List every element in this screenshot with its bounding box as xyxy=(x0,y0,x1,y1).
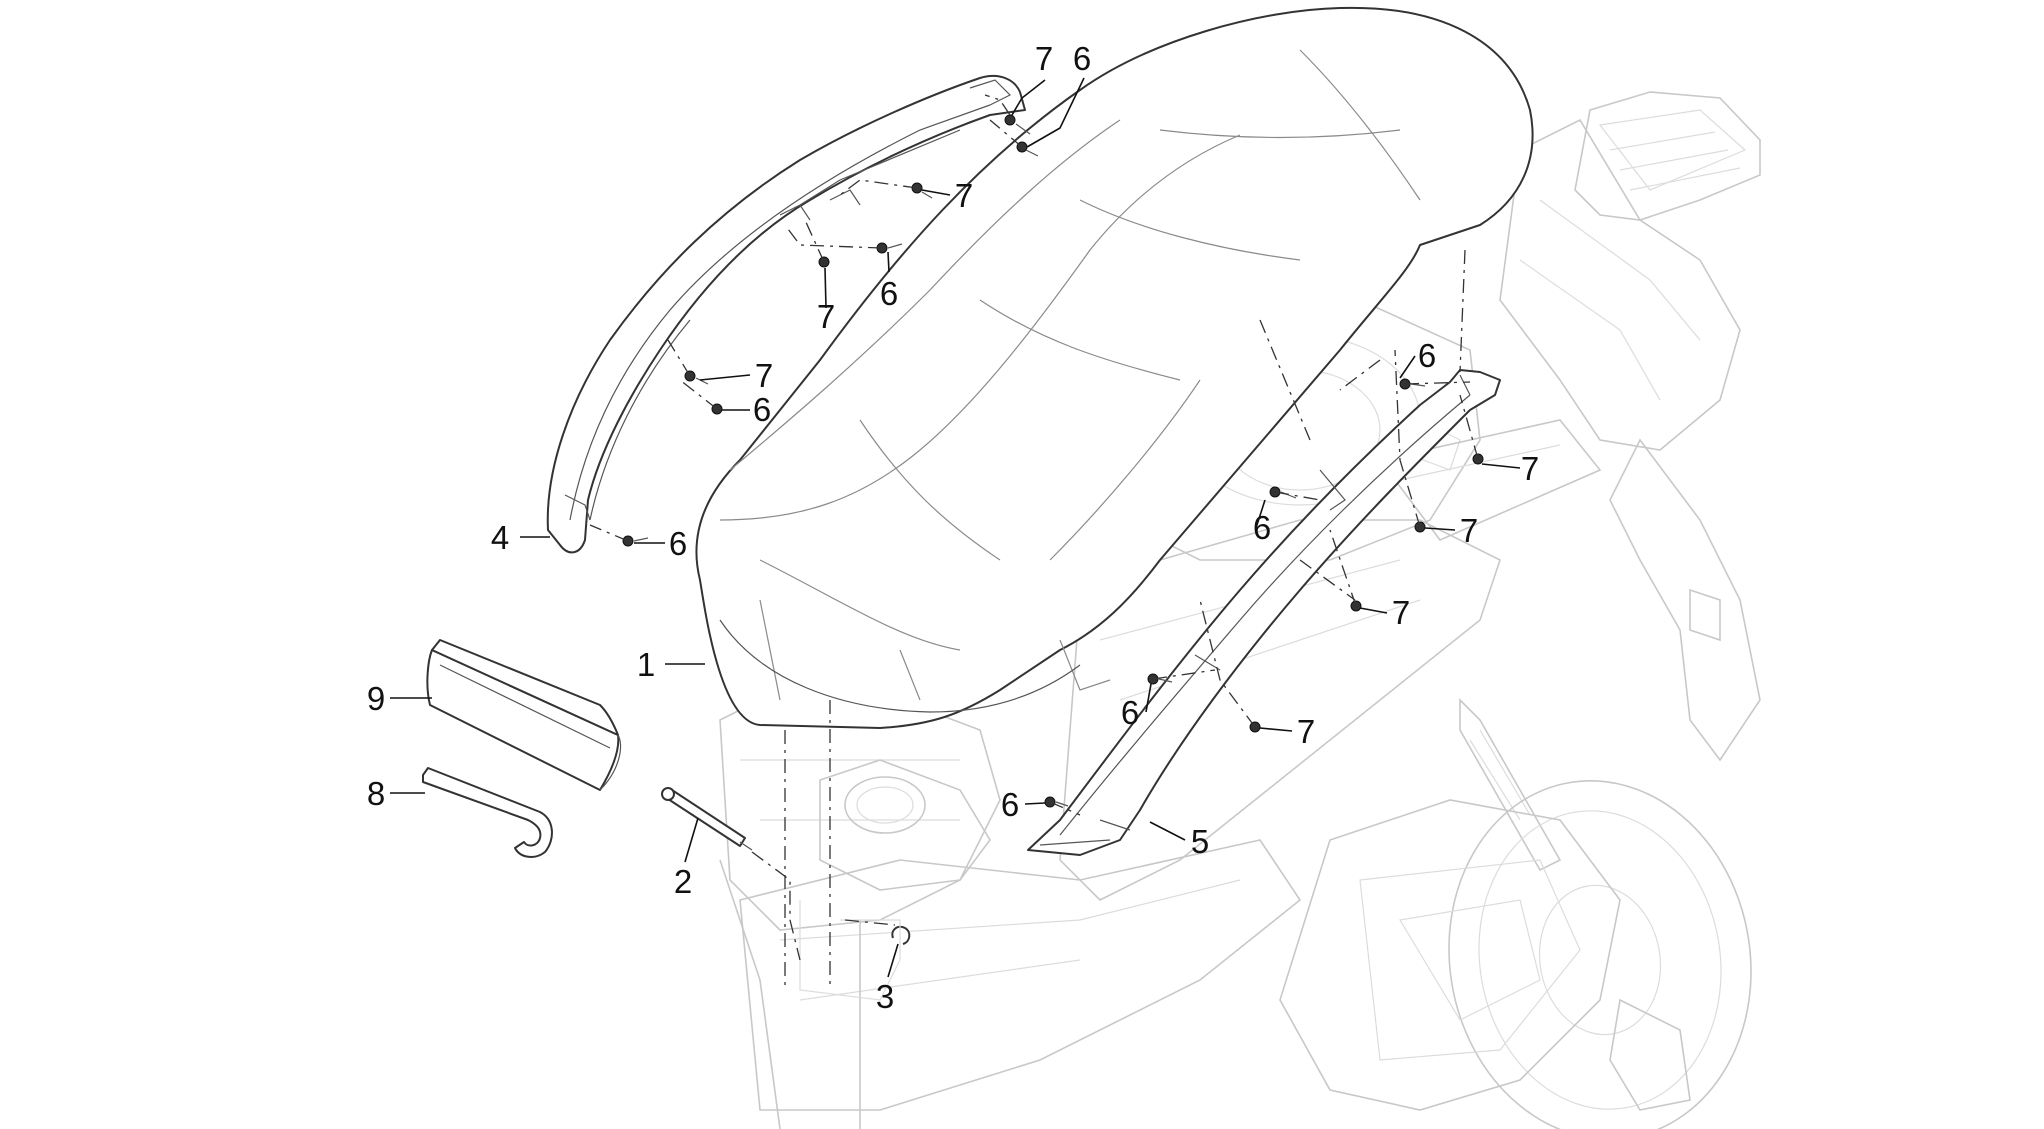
leader-lines xyxy=(390,77,1521,978)
callout-6-upper: 6 xyxy=(880,275,898,312)
callout-labels: 1 2 3 4 5 6 6 6 6 6 6 6 6 7 7 7 7 7 7 7 … xyxy=(367,40,1539,1015)
left-grab-rail xyxy=(546,74,1026,554)
callout-9: 9 xyxy=(367,680,385,717)
callout-7-lower: 7 xyxy=(1297,713,1315,750)
callout-7-right-lower: 7 xyxy=(1392,594,1410,631)
hinge-pin xyxy=(661,787,753,851)
callout-7-top-right: 7 xyxy=(1035,40,1053,77)
fuel-cap-ghost xyxy=(799,759,991,1001)
callout-5: 5 xyxy=(1191,823,1209,860)
callout-6-right-upper: 6 xyxy=(1418,337,1436,374)
retaining-clip xyxy=(891,925,911,945)
alignment-lines xyxy=(589,94,1479,990)
callout-7-upper: 7 xyxy=(955,177,973,214)
callout-6-left: 6 xyxy=(753,391,771,428)
callout-6-bottom: 6 xyxy=(1001,786,1019,823)
hook-wrench xyxy=(422,767,553,858)
callout-1: 1 xyxy=(637,646,655,683)
callout-6-right-middle: 6 xyxy=(1253,509,1271,546)
callout-7-right-middle: 7 xyxy=(1460,512,1478,549)
right-grab-rail xyxy=(1027,369,1501,856)
tool-bag xyxy=(426,639,622,791)
callout-7-left: 7 xyxy=(755,357,773,394)
callout-8: 8 xyxy=(367,775,385,812)
callout-4: 4 xyxy=(491,519,509,556)
callout-6-lower: 6 xyxy=(1121,694,1139,731)
callout-2: 2 xyxy=(674,863,692,900)
callout-7-right: 7 xyxy=(1521,450,1539,487)
callout-3: 3 xyxy=(876,978,894,1015)
scooter-body-ghost xyxy=(719,91,1761,1129)
seat xyxy=(695,6,1534,729)
callout-6-top-right: 6 xyxy=(1073,40,1091,77)
callout-6-lower-left: 6 xyxy=(669,525,687,562)
callout-7-upper-left: 7 xyxy=(817,298,835,335)
